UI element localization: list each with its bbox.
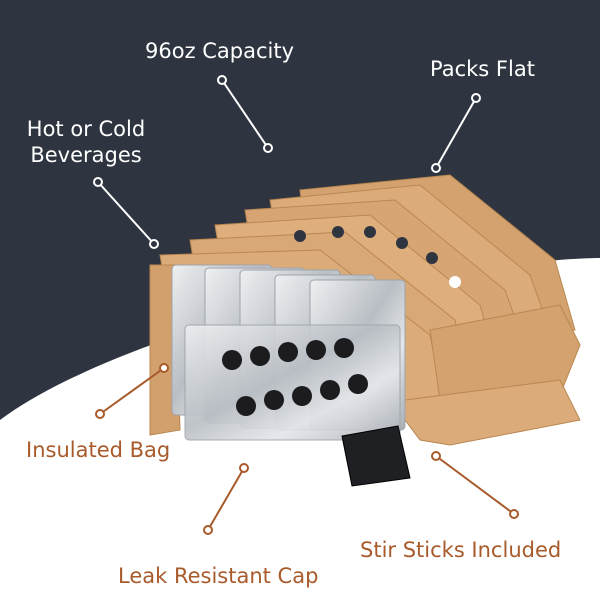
capacity-callout: 96oz Capacity xyxy=(145,39,295,63)
hot-cold-line-2: Beverages xyxy=(30,143,142,167)
light-callout-lines xyxy=(93,75,481,249)
dark-callout-lines xyxy=(95,363,519,535)
stir-sticks-pouch xyxy=(341,425,411,487)
packs-flat-callout: Packs Flat xyxy=(430,57,535,81)
hot-cold-callout: Hot or Cold Beverages xyxy=(22,116,150,168)
stir-sticks-callout: Stir Sticks Included xyxy=(360,538,562,562)
leak-resistant-cap-callout: Leak Resistant Cap xyxy=(118,564,319,588)
insulated-bag-callout: Insulated Bag xyxy=(26,438,171,462)
cap-row-bottom xyxy=(236,374,368,416)
cap-row-top xyxy=(222,338,354,370)
hot-cold-line-1: Hot or Cold xyxy=(26,117,146,141)
